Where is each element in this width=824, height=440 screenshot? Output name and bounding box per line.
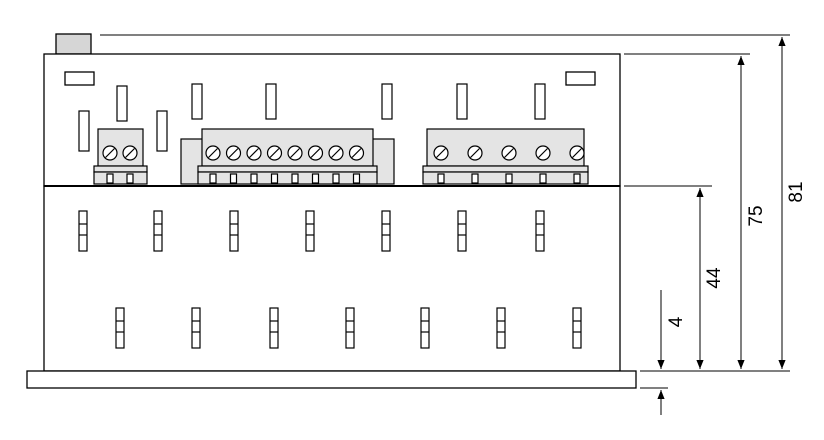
- terminal-screw-icon: [102, 145, 118, 161]
- terminal-screw-icon: [569, 145, 585, 161]
- terminal-block: [93, 128, 148, 185]
- vent-slot: [535, 210, 545, 252]
- dimension-4-label: 4: [666, 316, 687, 327]
- vent-slot: [420, 307, 430, 349]
- vent-slot: [78, 110, 90, 152]
- dimension-81-label: 81: [786, 181, 807, 202]
- terminal-screw-icon: [501, 145, 517, 161]
- vent-slot: [381, 83, 393, 120]
- terminal-screw-icon: [348, 145, 365, 161]
- indicator-window-right: [565, 71, 596, 86]
- vent-slot: [115, 307, 125, 349]
- terminal-screw-icon: [225, 145, 242, 161]
- vent-slot: [156, 110, 168, 152]
- vent-slot: [381, 210, 391, 252]
- vent-slot: [496, 307, 506, 349]
- lower-housing: [43, 185, 621, 372]
- base-plate: [26, 370, 637, 389]
- vent-slot: [191, 83, 203, 120]
- terminal-block: [422, 128, 589, 185]
- vent-slot: [153, 210, 163, 252]
- vent-slot: [116, 85, 128, 122]
- vent-slot: [229, 210, 239, 252]
- vent-slot: [572, 307, 582, 349]
- terminal-screw-icon: [433, 145, 449, 161]
- dimension-lines: [100, 34, 790, 415]
- terminal-screw-icon: [287, 145, 303, 161]
- vent-slot: [534, 83, 546, 120]
- vent-slot: [305, 210, 315, 252]
- dimension-44-label: 44: [704, 267, 725, 289]
- vent-slot: [191, 307, 201, 349]
- indicator-window-left: [64, 71, 95, 86]
- terminal-block: [180, 128, 395, 185]
- terminal-screw-icon: [122, 145, 138, 161]
- terminal-screw-icon: [266, 145, 283, 161]
- vent-slot: [265, 83, 277, 120]
- vent-slot: [269, 307, 279, 349]
- terminal-screw-icon: [535, 145, 551, 161]
- terminal-screw-icon: [307, 145, 324, 161]
- top-tab: [55, 33, 92, 55]
- terminal-screw-icon: [467, 145, 483, 161]
- vent-slot: [457, 210, 467, 252]
- vent-slot: [456, 83, 468, 120]
- ventilation-slots-upper: [78, 83, 546, 152]
- ventilation-slots-lower: [78, 210, 582, 349]
- vent-slot: [78, 210, 88, 252]
- terminal-blocks: [93, 128, 589, 185]
- terminal-screw-icon: [328, 145, 344, 161]
- terminal-screw-icon: [205, 145, 221, 161]
- dimension-75-label: 75: [746, 205, 767, 226]
- terminal-screw-icon: [246, 145, 262, 161]
- vent-slot: [345, 307, 355, 349]
